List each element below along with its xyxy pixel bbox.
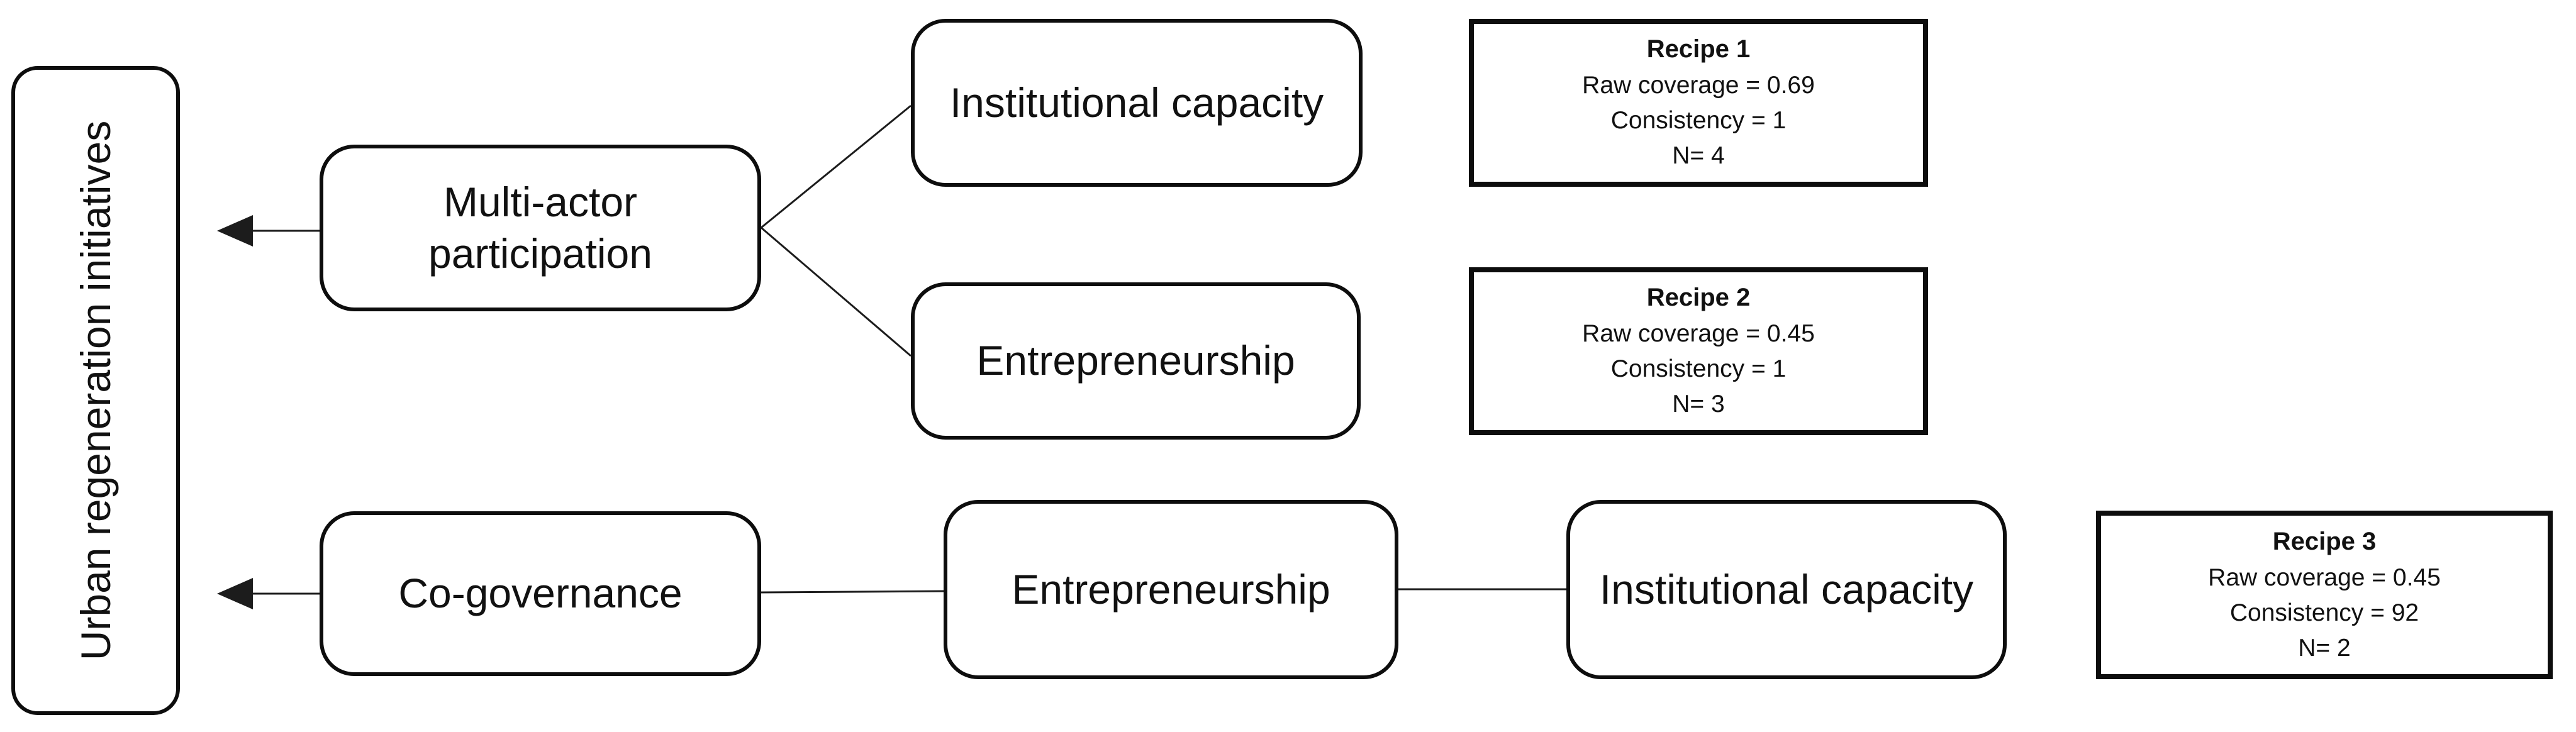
recipe-3-box: Recipe 3 Raw coverage = 0.45 Consistency… bbox=[2096, 511, 2553, 679]
outcome-label: Urban regeneration initiatives bbox=[72, 120, 119, 661]
node-co-governance: Co-governance bbox=[320, 511, 761, 676]
node-label: Multi-actor participation bbox=[428, 178, 652, 277]
node-entrepreneurship-top: Entrepreneurship bbox=[911, 282, 1361, 440]
recipe-1-n: N= 4 bbox=[1672, 142, 1725, 170]
node-label: Entrepreneurship bbox=[976, 337, 1295, 384]
node-label: Institutional capacity bbox=[949, 79, 1324, 126]
node-label: Co-governance bbox=[398, 570, 683, 617]
recipe-2-raw-coverage: Raw coverage = 0.45 bbox=[1582, 320, 1815, 348]
node-multi-actor-participation: Multi-actor participation bbox=[320, 145, 761, 311]
recipe-2-n: N= 3 bbox=[1672, 391, 1725, 418]
recipe-3-title: Recipe 3 bbox=[2272, 527, 2377, 555]
recipe-2-box: Recipe 2 Raw coverage = 0.45 Consistency… bbox=[1469, 267, 1928, 435]
recipe-1-consistency: Consistency = 1 bbox=[1610, 107, 1787, 135]
fork-line-to-entrepreneurship bbox=[761, 226, 912, 357]
connector-co-governance-entrepreneurship bbox=[761, 590, 944, 594]
node-outcome: Urban regeneration initiatives bbox=[11, 66, 180, 715]
node-label: Institutional capacity bbox=[1599, 565, 1974, 613]
recipe-3-n: N= 2 bbox=[2298, 634, 2351, 662]
arrowhead-multi-actor-to-outcome bbox=[217, 215, 253, 247]
fork-line-to-institutional-capacity bbox=[761, 104, 912, 229]
recipe-1-box: Recipe 1 Raw coverage = 0.69 Consistency… bbox=[1469, 19, 1928, 187]
node-institutional-capacity-top: Institutional capacity bbox=[911, 19, 1363, 187]
node-entrepreneurship-bottom: Entrepreneurship bbox=[944, 500, 1398, 679]
arrowhead-co-governance-to-outcome bbox=[217, 578, 253, 609]
recipe-1-title: Recipe 1 bbox=[1646, 35, 1751, 64]
recipe-3-consistency: Consistency = 92 bbox=[2229, 599, 2419, 626]
node-label: Entrepreneurship bbox=[1012, 565, 1330, 613]
node-institutional-capacity-bottom: Institutional capacity bbox=[1566, 500, 2007, 679]
recipe-1-raw-coverage: Raw coverage = 0.69 bbox=[1582, 72, 1815, 99]
recipe-3-raw-coverage: Raw coverage = 0.45 bbox=[2208, 563, 2441, 591]
recipe-2-title: Recipe 2 bbox=[1646, 284, 1751, 312]
recipe-2-consistency: Consistency = 1 bbox=[1610, 355, 1787, 383]
